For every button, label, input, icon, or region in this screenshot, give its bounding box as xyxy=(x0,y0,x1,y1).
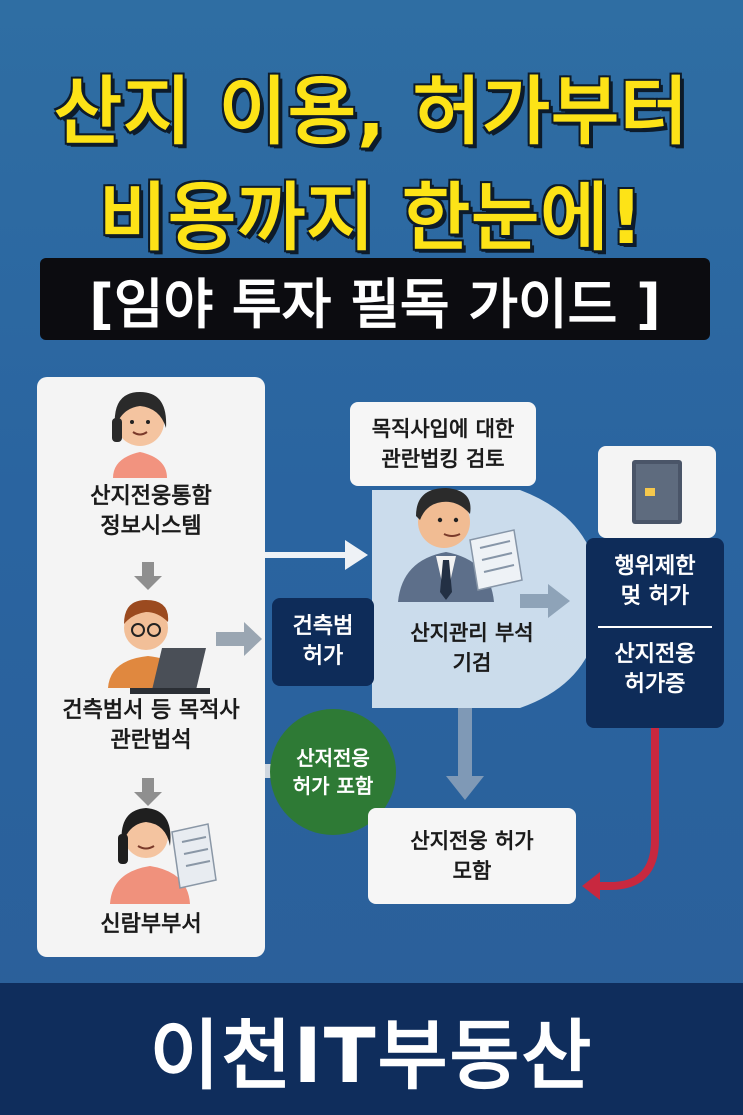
down-arrow-1 xyxy=(134,562,162,590)
connector-line xyxy=(265,764,271,778)
down-arrow-2 xyxy=(134,778,162,806)
dept-line1: 산지관리 부석 xyxy=(410,621,534,645)
right-top-line1: 행위제한 xyxy=(614,554,696,579)
person-laptop-icon xyxy=(108,600,210,694)
footer-brand-text: 이천IT부동산 xyxy=(149,1011,594,1100)
red-arrow-head xyxy=(582,872,600,900)
dept-line2: 기검 xyxy=(452,651,492,675)
right-arrow-top xyxy=(265,540,368,570)
review-line2: 관란법킹 검토 xyxy=(381,447,505,471)
main-title-line-2: 비용까지 한눈에! xyxy=(98,175,645,261)
server-icon xyxy=(632,460,682,524)
step3-label: 신람부부서 xyxy=(37,910,265,940)
step3-line1: 신람부부서 xyxy=(100,912,202,937)
officer-man-icon xyxy=(398,488,523,602)
included-conversion-box: 산지전웅 허가 모함 xyxy=(368,808,576,904)
step2-label: 건측범서 등 목적사 관란법석 xyxy=(37,696,265,756)
review-line1: 목직사입에 대한 xyxy=(371,417,515,441)
footer-brand-bar: 이천IT부동산 xyxy=(0,983,743,1115)
building-line2: 허가 xyxy=(302,644,344,669)
down-arrow-center xyxy=(446,708,484,800)
step1-line1: 산지전웅통함 xyxy=(90,484,212,509)
main-title-line-1: 산지 이용, 허가부터 xyxy=(53,69,690,155)
green-line2: 허가 포함 xyxy=(292,774,374,798)
building-permit-box: 건측범 허가 xyxy=(272,598,374,686)
red-return-arrow xyxy=(598,728,659,890)
right-permit-panel: 행위제한 멎 허가 산지전웅 허가증 xyxy=(586,538,724,728)
right-bottom-line2: 허가증 xyxy=(624,672,686,697)
step2-line1: 건측범서 등 목적사 xyxy=(62,698,240,723)
right-arrow-middle xyxy=(216,622,262,656)
right-top-line2: 멎 허가 xyxy=(620,584,690,609)
right-bottom-line1: 산지전웅 xyxy=(614,642,696,667)
step1-line2: 정보시스템 xyxy=(100,514,202,539)
person-document-icon xyxy=(110,808,217,904)
building-line1: 건측범 xyxy=(292,614,354,639)
person-woman-icon xyxy=(112,392,167,478)
bottom-box-line2: 모함 xyxy=(452,859,492,883)
right-arrow-dept xyxy=(520,584,570,618)
subtitle-text: [임야 투자 필독 가이드 ] xyxy=(89,272,661,336)
step2-line2: 관란법석 xyxy=(110,728,192,753)
dept-label: 산지관리 부석 기검 xyxy=(382,618,562,678)
right-divider xyxy=(598,626,712,628)
bottom-box-line1: 산지전웅 허가 xyxy=(410,829,534,853)
subtitle-banner: [임야 투자 필독 가이드 ] xyxy=(40,258,710,340)
step1-label: 산지전웅통함 정보시스템 xyxy=(37,482,265,542)
review-box: 목직사입에 대한 관란법킹 검토 xyxy=(350,402,536,486)
green-line1: 산저전응 xyxy=(296,746,370,770)
